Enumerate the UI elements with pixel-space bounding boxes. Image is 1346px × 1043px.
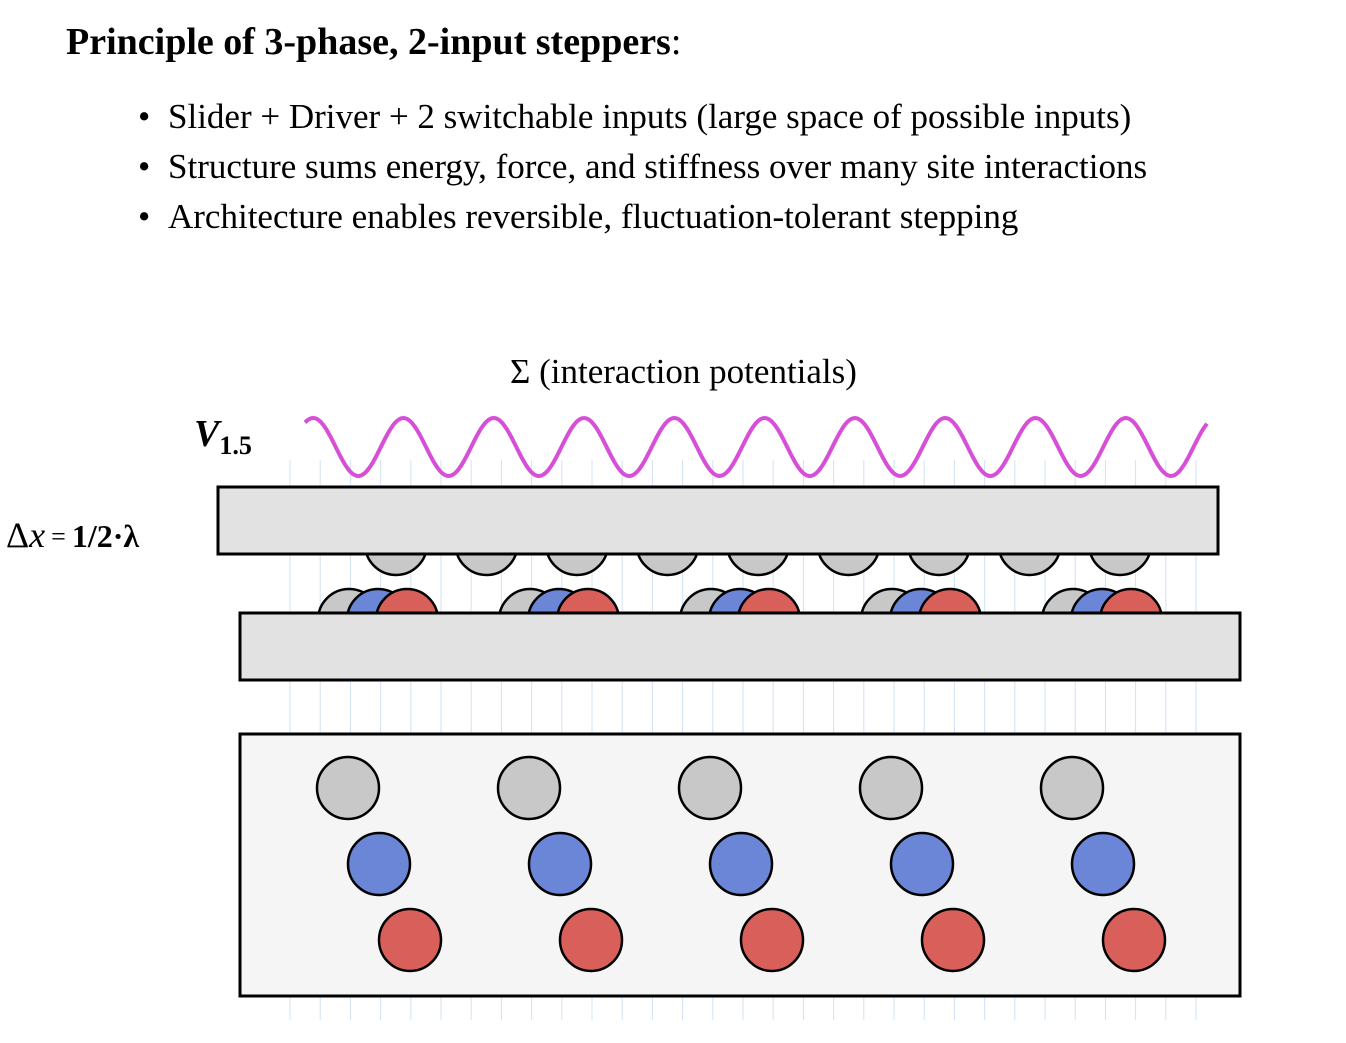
input-site-gray (496, 755, 562, 821)
input-site-gray (315, 755, 381, 821)
input-site-blue (1070, 831, 1136, 897)
input-site-red (739, 907, 805, 973)
title-colon: : (670, 21, 682, 63)
equals-sign: = (51, 522, 66, 551)
bullet-item: • Structure sums energy, force, and stiff… (138, 142, 1147, 192)
bullet-text: Slider + Driver + 2 switchable inputs (l… (168, 97, 1132, 136)
input-site-grid (315, 755, 1167, 973)
input-site-gray (858, 755, 924, 821)
slider-bar (216, 485, 1220, 556)
input-site-red (1101, 907, 1167, 973)
title-bold: Principle of 3-phase, 2-input steppers (66, 21, 671, 63)
displacement-var: x (29, 515, 46, 555)
input-site-blue (346, 831, 412, 897)
bullet-glyph: • (138, 97, 151, 136)
bullet-item: • Architecture enables reversible, fluctu… (138, 192, 1147, 242)
input-site-blue (889, 831, 955, 897)
page-title: Principle of 3-phase, 2-input steppers: (66, 20, 681, 64)
delta-symbol: Δ (6, 515, 30, 555)
displacement-label: Δx=1/2·λ (6, 514, 139, 556)
bullet-item: • Slider + Driver + 2 switchable inputs (… (138, 92, 1147, 142)
voltage-symbol: V (194, 413, 220, 455)
bullet-text: Architecture enables reversible, fluctua… (168, 197, 1019, 236)
input-site-blue (708, 831, 774, 897)
voltage-label: V1.5 (194, 412, 252, 461)
driver-bar (238, 611, 1242, 682)
bullet-glyph: • (138, 147, 151, 186)
input-site-red (377, 907, 443, 973)
input-site-gray (677, 755, 743, 821)
voltage-subscript: 1.5 (219, 431, 252, 460)
input-site-gray (1039, 755, 1105, 821)
bullet-list: • Slider + Driver + 2 switchable inputs (… (138, 92, 1147, 242)
input-site-red (920, 907, 986, 973)
displacement-value: 1/2·λ (71, 518, 140, 554)
bullet-text: Structure sums energy, force, and stiffn… (168, 147, 1148, 186)
interaction-potential-wave (303, 415, 1209, 479)
bullet-glyph: • (138, 197, 151, 236)
input-site-red (558, 907, 624, 973)
input-site-blue (527, 831, 593, 897)
potential-label: Σ (interaction potentials) (510, 352, 857, 391)
